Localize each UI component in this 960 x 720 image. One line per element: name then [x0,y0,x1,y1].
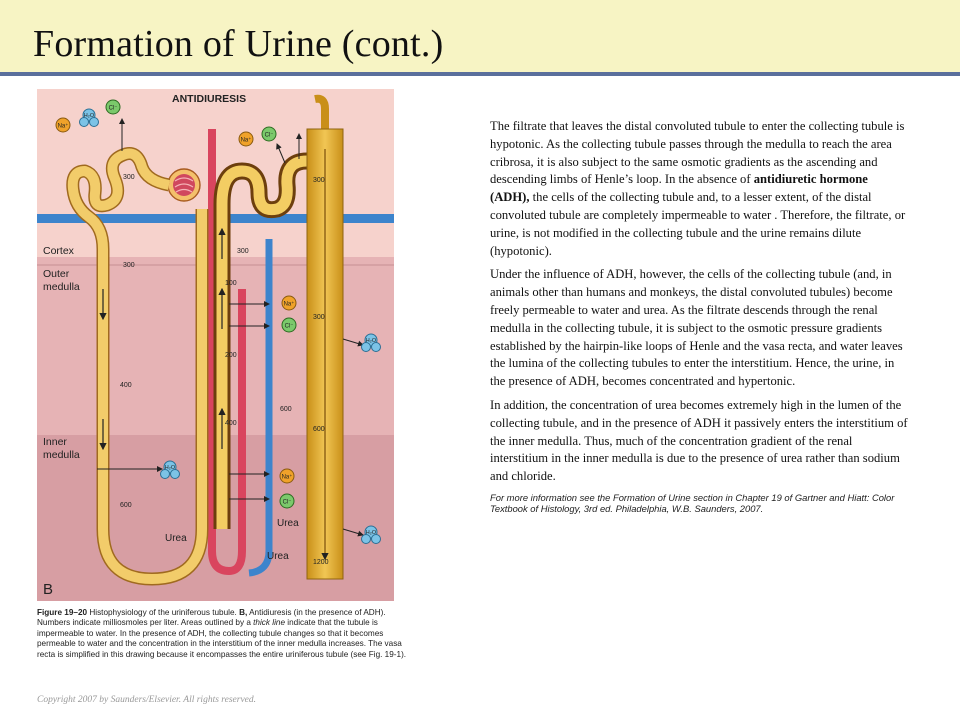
svg-text:Cl⁻: Cl⁻ [265,133,274,139]
cl-ion-1: Cl⁻ [105,99,121,115]
caption-part-2: Antidiuresis (in the presence of ADH). N… [37,608,386,628]
vasa-recta-red [208,129,246,576]
svg-text:H₂O: H₂O [366,530,377,536]
nephron-figure: Na⁺ Cl⁻ H₂O Na⁺ Cl⁻ Na⁺ Cl⁻ Na⁺ Cl⁻ H₂O … [37,89,394,601]
henle-loop-descending [67,148,207,584]
urea-label-3: Urea [267,551,289,562]
vasa-recta-blue [248,239,273,577]
na-ion-2: Na⁺ [238,131,254,147]
water-molecule-4: H₂O [160,460,180,479]
copyright-notice: Copyright 2007 by Saunders/Elsevier. All… [37,695,257,705]
osm-label-5: 100 [225,280,237,287]
caption-thick-line: thick line [253,618,286,628]
osm-label-8: 400 [225,420,237,427]
title-underline [0,72,960,76]
na-ion-4: Na⁺ [279,468,295,484]
paragraph-1: The filtrate that leaves the distal conv… [490,119,906,258]
inner-medulla-label-1: Inner [43,436,67,448]
water-molecule-2: H₂O [361,333,381,352]
svg-text:Cl⁻: Cl⁻ [283,500,292,506]
cl-ion-3: Cl⁻ [281,317,297,333]
osm-label-11: 600 [313,426,325,433]
outer-medulla-label-1: Outer [43,268,70,280]
water-molecule-3: H₂O [361,525,381,544]
paragraph-2: Under the influence of ADH, however, the… [490,267,903,389]
osm-label-10: 600 [120,502,132,509]
osm-label-9: 600 [280,406,292,413]
osm-label-1: 300 [123,174,135,181]
paragraph-3: In addition, the concentration of urea b… [490,397,908,484]
adh-term: antidiuretic hormone (ADH), [490,172,868,205]
water-molecule-1: H₂O [79,108,99,127]
cl-ion-4: Cl⁻ [279,493,295,509]
urea-label-2: Urea [277,518,299,529]
osm-label-6: 200 [225,352,237,359]
figure-caption: Figure 19–20 Histophysiology of the urin… [37,608,407,660]
caption-b-label: B, [239,608,248,617]
capillary-tuft [173,174,195,196]
body-text: The filtrate that leaves the distal conv… [490,118,910,521]
svg-text:Na⁺: Na⁺ [58,123,69,130]
svg-text:H₂O: H₂O [165,465,176,471]
more-info-note: For more information see the Formation o… [490,491,895,515]
svg-text:H₂O: H₂O [84,113,95,119]
figure-number: Figure 19–20 [37,608,88,617]
nephron-diagram: Na⁺ Cl⁻ H₂O Na⁺ Cl⁻ Na⁺ Cl⁻ Na⁺ Cl⁻ H₂O … [37,89,394,601]
caption-part-3: indicate that the tubule is impermeable … [37,618,407,659]
svg-text:Cl⁻: Cl⁻ [285,324,294,330]
slide-title: Formation of Urine (cont.) [33,23,444,65]
cortex-label: Cortex [43,245,75,257]
outer-medulla-label-2: medulla [43,281,80,293]
osm-label-12: 1200 [313,559,329,566]
figure-heading: ANTIDIURESIS [172,93,246,105]
urea-label-1: Urea [165,533,187,544]
svg-text:Na⁺: Na⁺ [282,474,293,481]
collecting-tubule-top [314,94,329,129]
svg-text:Na⁺: Na⁺ [284,301,295,308]
na-ion-1: Na⁺ [55,117,71,133]
osm-label-4: 300 [313,177,325,184]
inner-medulla-label-2: medulla [43,449,80,461]
panel-letter: B [43,581,53,598]
title-band [0,0,960,74]
cl-ion-2: Cl⁻ [261,126,277,142]
svg-text:H₂O: H₂O [366,338,377,344]
na-ion-3: Na⁺ [281,295,297,311]
svg-text:Na⁺: Na⁺ [241,137,252,144]
osm-label-2: 300 [123,262,135,269]
caption-part-1: Histophysiology of the uriniferous tubul… [87,608,240,617]
osm-label-7: 400 [120,382,132,389]
svg-text:Cl⁻: Cl⁻ [109,106,118,112]
osm-label-13: 300 [313,314,325,321]
osm-label-3: 300 [237,248,249,255]
